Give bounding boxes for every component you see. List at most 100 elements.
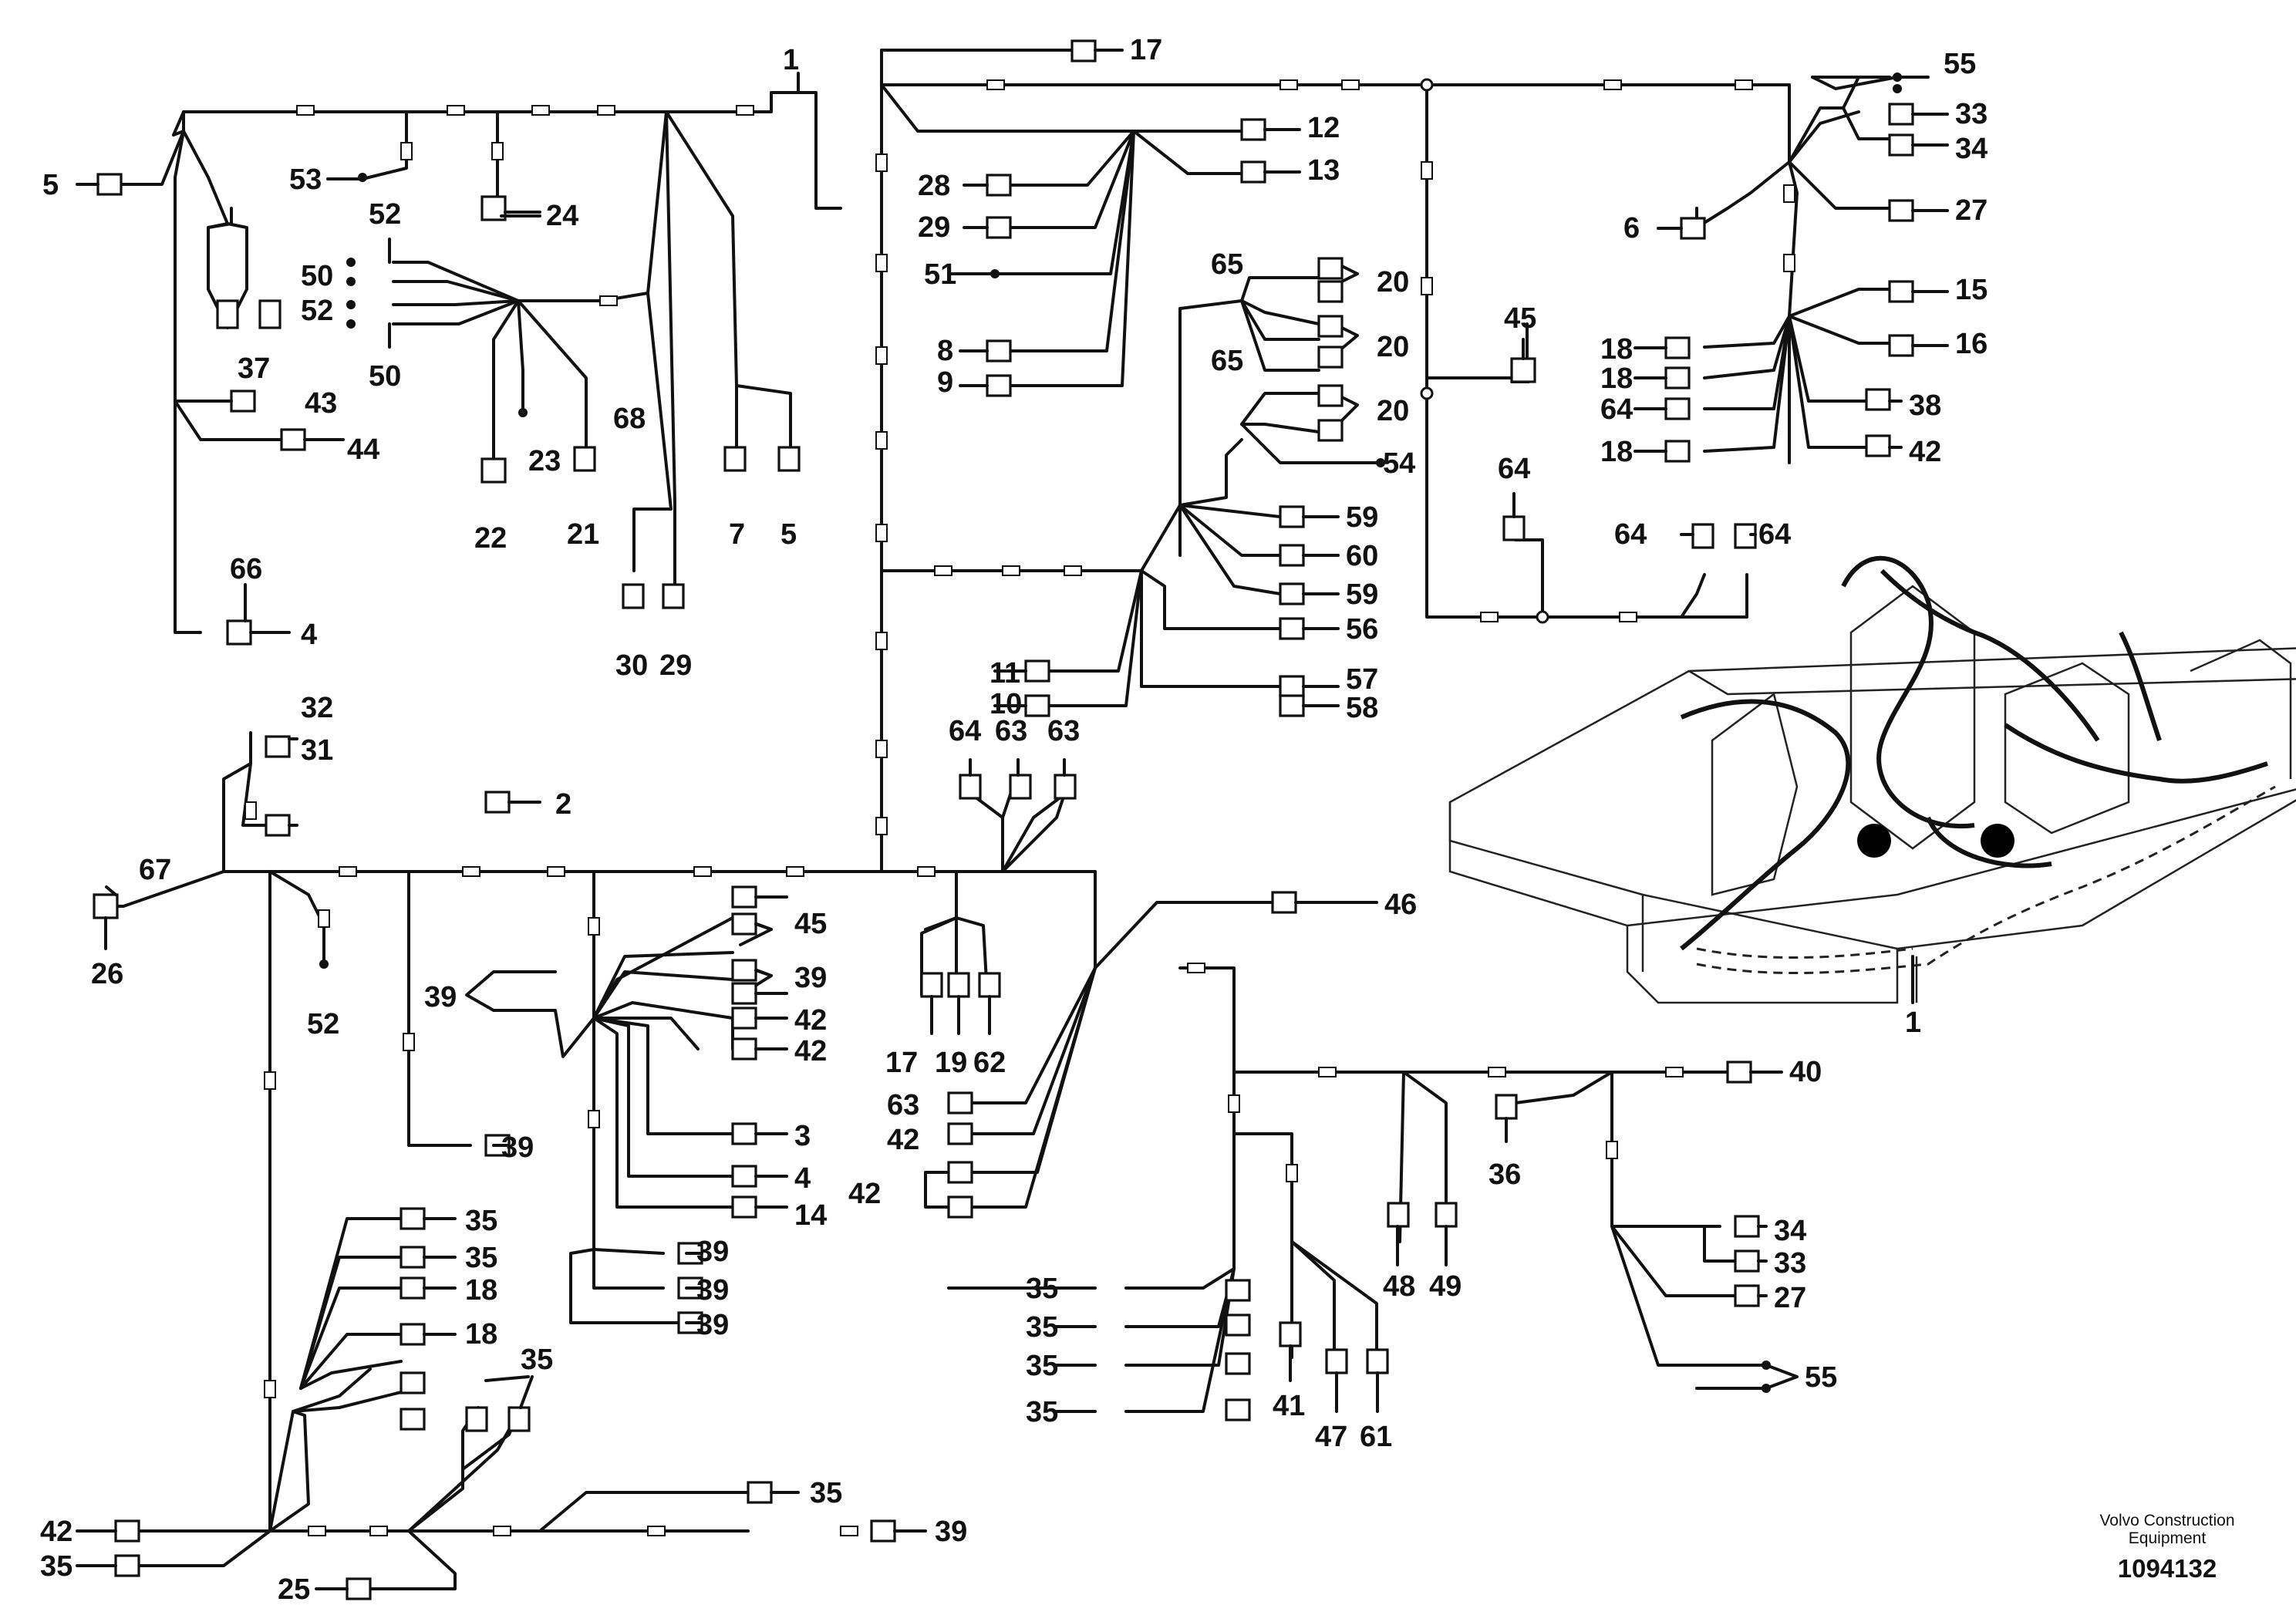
callout: 38	[1909, 389, 1941, 422]
company-name-line2: Equipment	[2129, 1529, 2207, 1547]
callout: 55	[1944, 48, 1976, 80]
callout: 49	[1429, 1270, 1462, 1303]
callout-labels: 1 17 55 33 34 12 13 5 53 24 52 50 52 50 …	[40, 34, 1988, 1606]
callout: 35	[465, 1242, 497, 1274]
callout: 36	[1489, 1158, 1521, 1191]
callout: 15	[1955, 274, 1988, 306]
callout: 16	[1955, 328, 1988, 360]
callout: 35	[40, 1550, 72, 1583]
callout: 42	[1909, 436, 1941, 468]
callout: 62	[973, 1047, 1006, 1079]
callout: 17	[1130, 34, 1162, 66]
callout: 42	[40, 1516, 72, 1548]
illustration-callout: 1	[1905, 1007, 1921, 1039]
title-block: Volvo Construction Equipment 1094132	[2099, 1512, 2234, 1583]
callout: 60	[1346, 540, 1378, 572]
callout: 68	[613, 403, 646, 435]
callout: 18	[465, 1274, 497, 1307]
callout: 5	[42, 169, 59, 201]
callout: 10	[990, 688, 1022, 720]
callout: 29	[918, 211, 950, 244]
machine-frame-illustration	[1448, 555, 2296, 1004]
callout: 23	[528, 445, 561, 477]
callout: 35	[465, 1205, 497, 1237]
callout: 51	[924, 258, 956, 291]
callout: 20	[1377, 266, 1409, 298]
callout: 18	[1600, 363, 1633, 395]
callout: 35	[1026, 1350, 1058, 1382]
callout: 63	[1047, 715, 1080, 747]
leader-lines	[76, 49, 1949, 1590]
callout: 18	[1600, 333, 1633, 366]
callout: 37	[238, 352, 270, 385]
callout: 39	[696, 1274, 729, 1307]
callout: 32	[301, 692, 333, 724]
callout: 59	[1346, 501, 1378, 534]
callout: 12	[1307, 112, 1340, 144]
callout: 64	[1614, 518, 1647, 551]
callout: 14	[794, 1199, 827, 1232]
callout: 50	[301, 260, 333, 292]
callout: 20	[1377, 331, 1409, 363]
callout: 65	[1211, 345, 1243, 377]
callout: 64	[1600, 393, 1633, 426]
callout: 42	[848, 1178, 881, 1210]
callout: 18	[1600, 436, 1633, 468]
callout: 48	[1383, 1270, 1415, 1303]
callout: 43	[305, 387, 337, 420]
callout: 39	[424, 981, 457, 1013]
callout: 34	[1774, 1215, 1806, 1247]
callout: 59	[1346, 578, 1378, 611]
callout: 24	[546, 200, 578, 232]
callout: 27	[1955, 194, 1988, 227]
callout: 9	[937, 366, 953, 399]
callout: 64	[949, 715, 981, 747]
callout: 61	[1360, 1421, 1392, 1453]
callout: 13	[1307, 154, 1340, 187]
callout: 45	[1504, 302, 1536, 335]
callout: 50	[369, 360, 401, 393]
callout: 35	[810, 1477, 842, 1509]
callout: 44	[347, 433, 379, 466]
callout: 35	[1026, 1396, 1058, 1428]
callout: 4	[301, 619, 317, 651]
callout: 63	[995, 715, 1027, 747]
callout: 55	[1805, 1361, 1837, 1394]
callout: 52	[369, 198, 401, 231]
callout: 66	[230, 553, 262, 585]
callout: 35	[1026, 1311, 1058, 1344]
callout: 42	[794, 1004, 827, 1037]
callout: 54	[1383, 447, 1415, 480]
callout: 35	[521, 1344, 553, 1376]
callout: 52	[301, 295, 333, 327]
callout: 56	[1346, 613, 1378, 646]
callout: 39	[696, 1236, 729, 1268]
callout: 1	[783, 44, 799, 76]
callout: 33	[1955, 98, 1988, 130]
callout: 53	[289, 164, 322, 196]
callout: 19	[935, 1047, 967, 1079]
callout: 39	[696, 1309, 729, 1341]
callout: 39	[794, 962, 827, 994]
callout: 21	[567, 518, 599, 551]
callout: 5	[781, 518, 797, 551]
drawing-number: 1094132	[2118, 1554, 2217, 1583]
callout: 63	[887, 1089, 919, 1121]
callout: 33	[1774, 1247, 1806, 1280]
connectors	[93, 39, 1914, 1600]
callout: 29	[659, 649, 692, 682]
callout: 42	[887, 1124, 919, 1156]
callout: 27	[1774, 1282, 1806, 1314]
company-name-line1: Volvo Construction	[2099, 1512, 2234, 1529]
callout: 31	[301, 734, 333, 767]
callout: 40	[1789, 1056, 1822, 1088]
callout: 6	[1623, 212, 1640, 244]
callout: 30	[615, 649, 648, 682]
callout: 39	[935, 1516, 967, 1548]
callout: 28	[918, 170, 950, 202]
callout: 11	[990, 657, 1020, 690]
callout: 64	[1498, 453, 1530, 485]
callout: 34	[1955, 133, 1988, 165]
callout: 41	[1273, 1390, 1305, 1422]
